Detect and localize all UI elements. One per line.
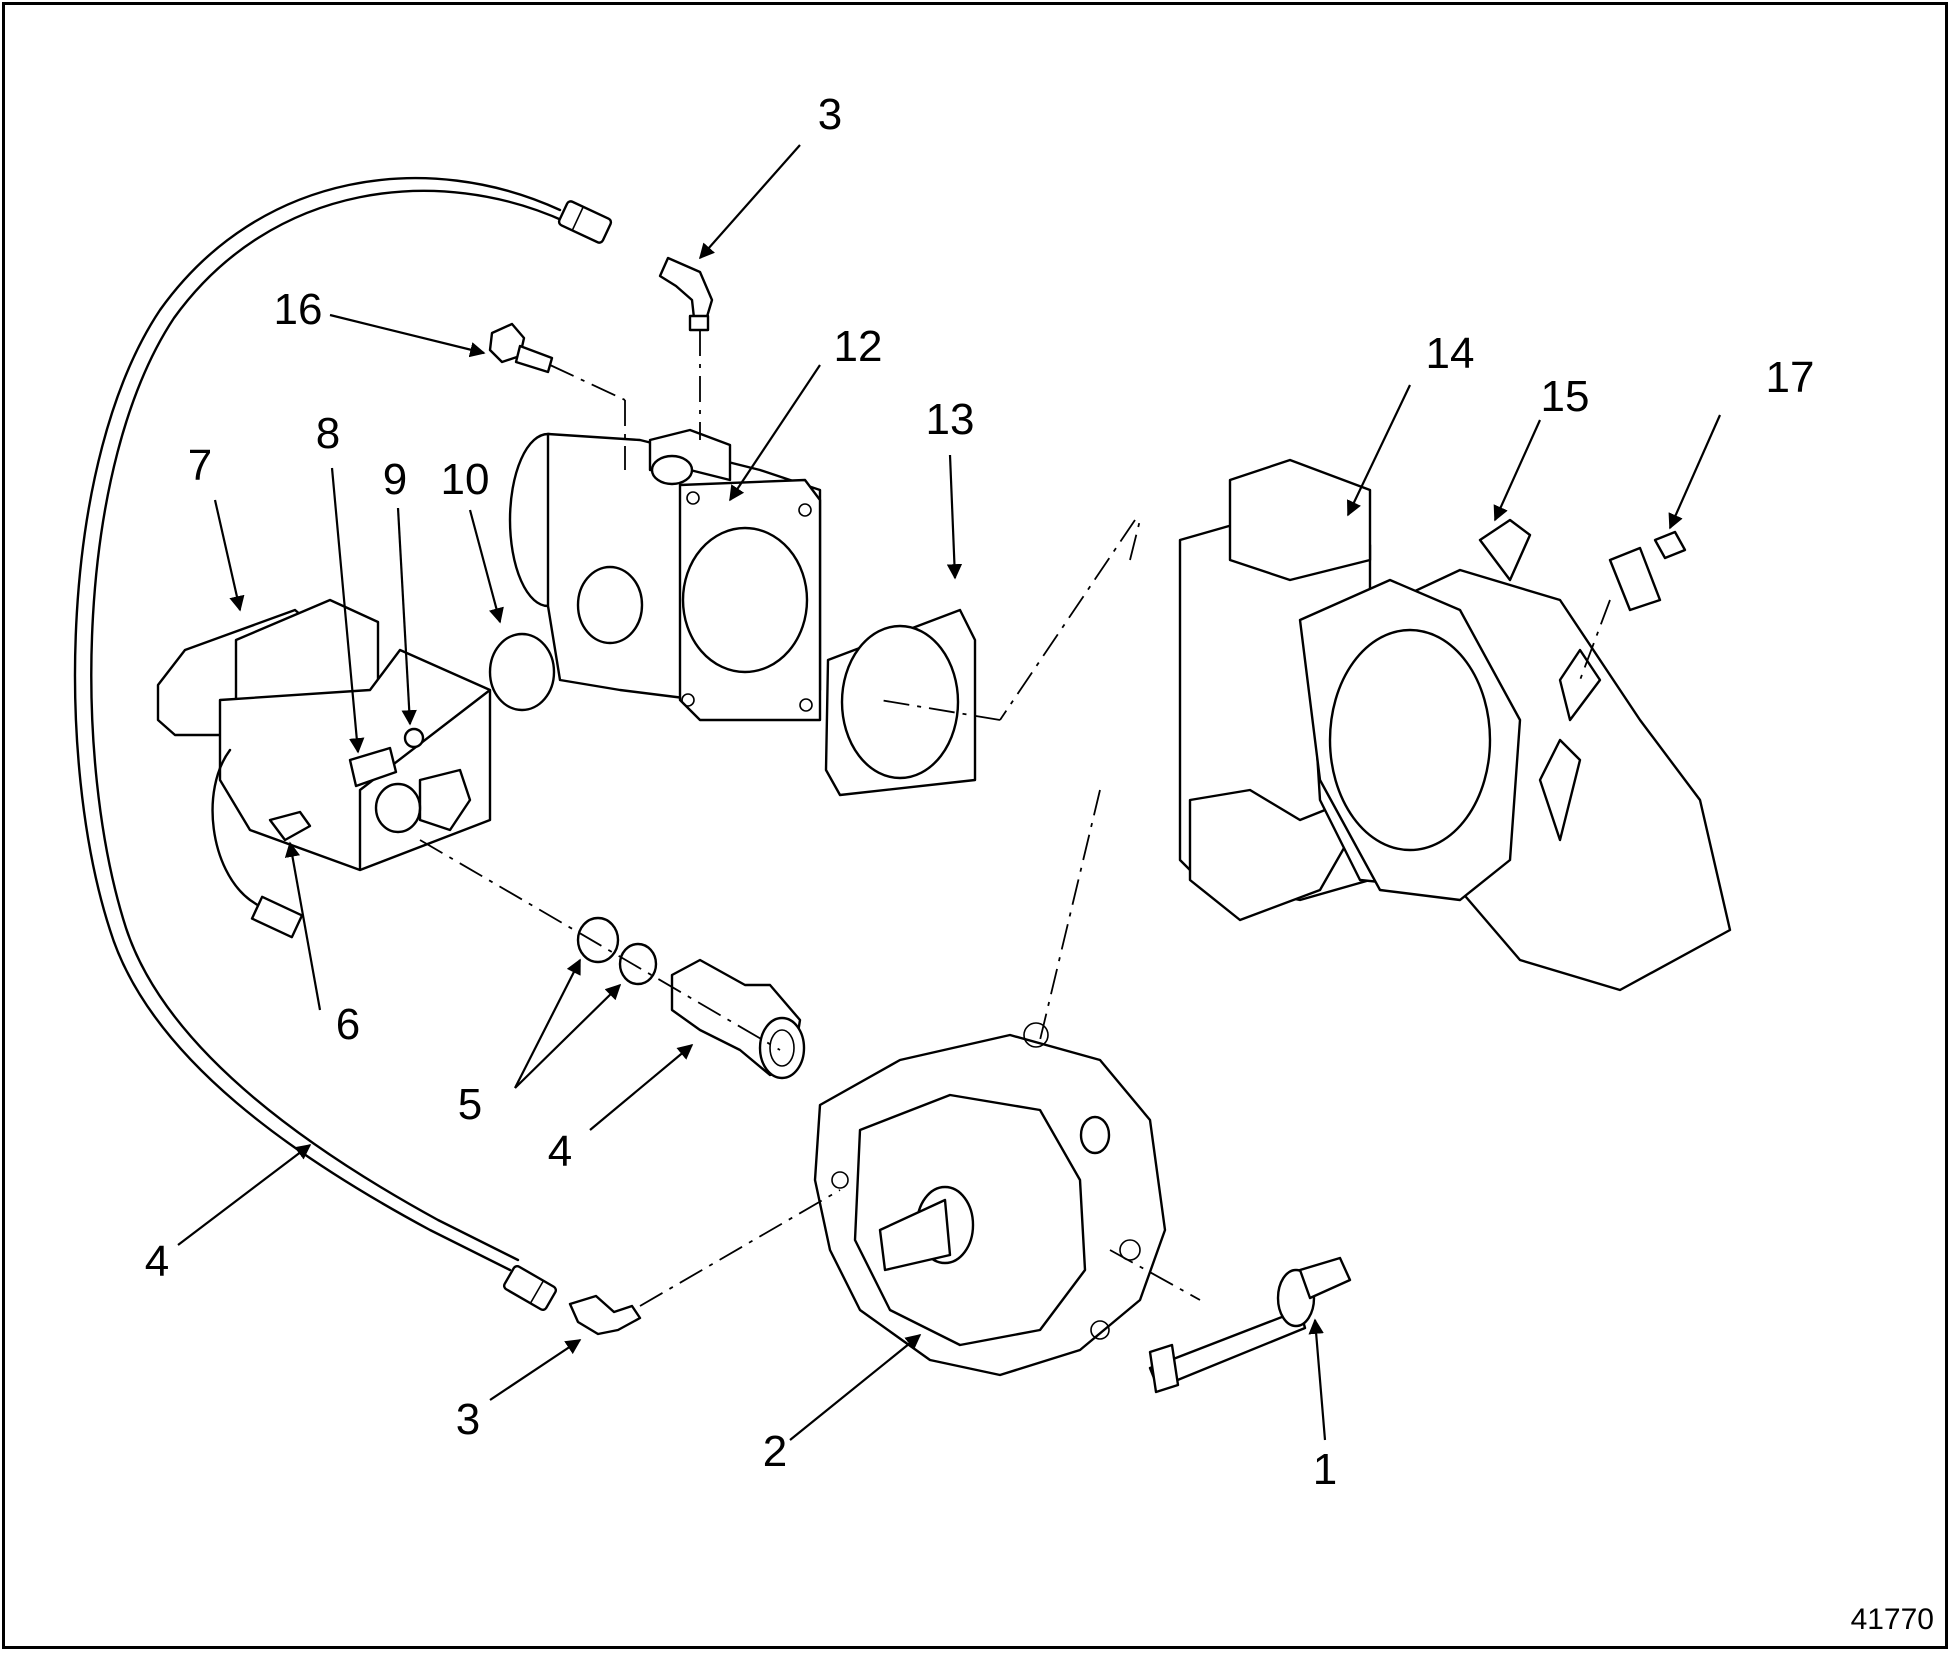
actuator-housing-part bbox=[156, 598, 492, 939]
sensor-fitting-part bbox=[1608, 530, 1687, 612]
pressure-sensor-part bbox=[1148, 1256, 1352, 1394]
callout-16: 15 bbox=[1540, 372, 1590, 421]
o-ring-part bbox=[488, 632, 556, 712]
callout-7: 6 bbox=[335, 1000, 361, 1049]
callout-12: 16 bbox=[273, 285, 323, 334]
callout-14: 13 bbox=[925, 395, 975, 444]
callout-11: 10 bbox=[440, 455, 490, 504]
o-ring-part bbox=[618, 942, 658, 986]
callout-3-top: 3 bbox=[817, 90, 843, 139]
bolt-part bbox=[488, 322, 554, 374]
callout-10: 9 bbox=[382, 455, 408, 504]
throttle-body-part bbox=[508, 428, 822, 722]
assembly-centerlines bbox=[419, 330, 1611, 1307]
callout-leaders bbox=[177, 144, 1722, 1441]
callout-13: 12 bbox=[833, 322, 883, 371]
callout-17: 17 bbox=[1765, 353, 1815, 402]
hose-assembly bbox=[73, 176, 613, 1311]
callout-8: 7 bbox=[187, 441, 213, 490]
callout-3-bottom: 3 bbox=[455, 1395, 481, 1444]
adapter-fitting-part bbox=[670, 958, 806, 1080]
figure-number: 41770 bbox=[1850, 1603, 1934, 1636]
elbow-fitting-top bbox=[658, 256, 714, 332]
callout-4: 4 bbox=[144, 1237, 170, 1286]
gasket-part bbox=[824, 608, 977, 797]
callout-5: 4 bbox=[547, 1127, 573, 1176]
callout-9: 8 bbox=[315, 409, 341, 458]
elbow-tube-part bbox=[1298, 518, 1732, 992]
callout-6: 5 bbox=[457, 1080, 483, 1129]
valve-actuator-part bbox=[813, 1022, 1167, 1377]
callout-2: 2 bbox=[762, 1427, 788, 1476]
callout-1: 1 bbox=[1312, 1445, 1338, 1494]
callout-15: 14 bbox=[1425, 329, 1475, 378]
elbow-fitting-bottom bbox=[568, 1294, 642, 1336]
o-ring-part bbox=[576, 916, 620, 964]
